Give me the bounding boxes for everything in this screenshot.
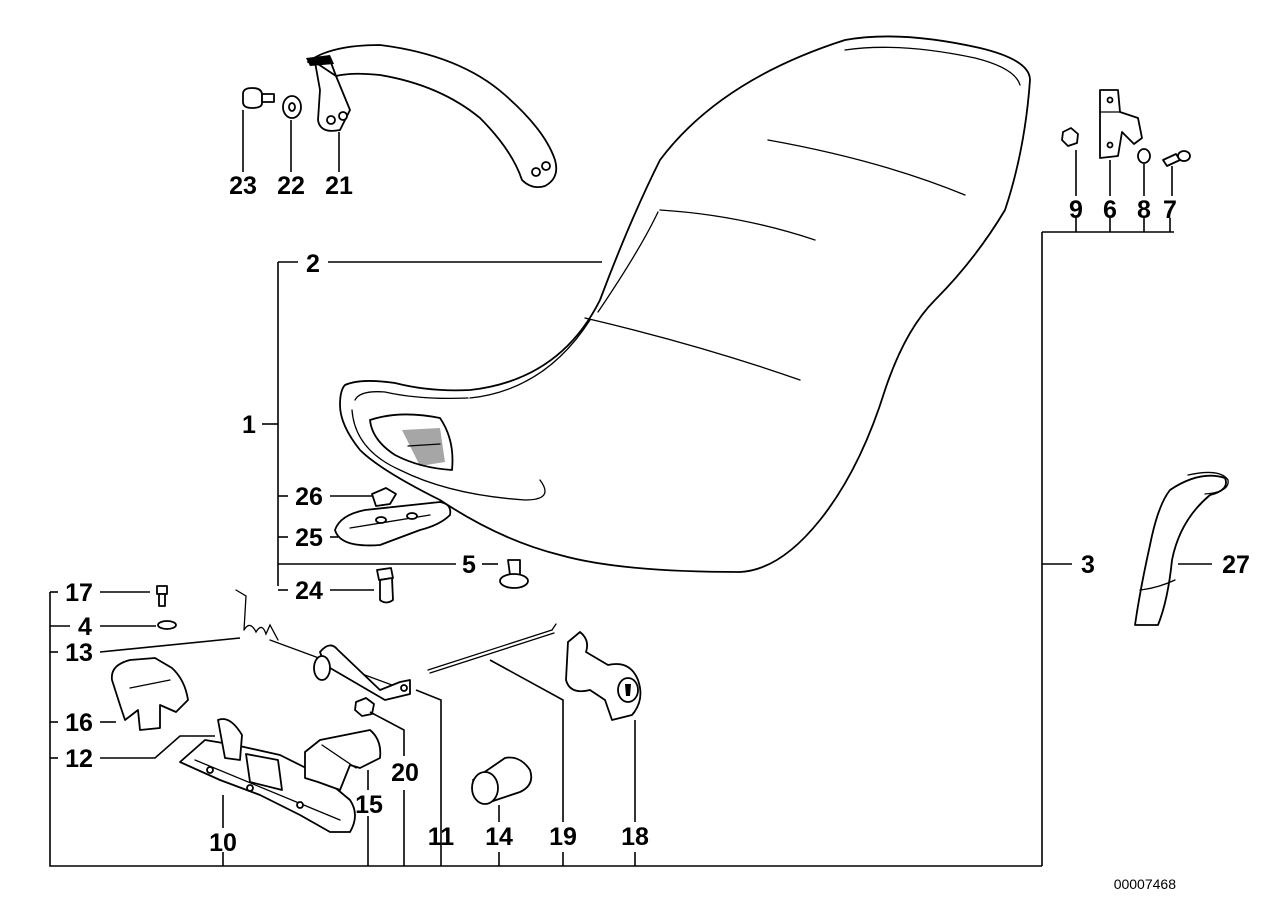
washer-part	[157, 620, 177, 630]
grab-handle-part	[306, 44, 558, 189]
callout-19: 19	[549, 823, 577, 851]
drawing-number: 00007468	[1114, 876, 1177, 892]
callout-27: 27	[1222, 551, 1250, 579]
rod-part	[427, 623, 557, 674]
callout-3: 3	[1081, 551, 1095, 579]
nut-part	[354, 697, 375, 717]
callout-23: 23	[229, 172, 257, 200]
callout-7: 7	[1163, 196, 1177, 224]
callout-24: 24	[295, 577, 323, 605]
screw-part	[156, 585, 168, 607]
callout-15: 15	[355, 791, 383, 819]
callout-8: 8	[1137, 196, 1151, 224]
callout-12: 12	[65, 745, 93, 773]
spring-part	[235, 589, 279, 641]
clip-nut-part	[371, 487, 397, 507]
callout-26: 26	[295, 483, 323, 511]
callout-21: 21	[325, 172, 353, 200]
callout-22: 22	[277, 172, 305, 200]
callout-5: 5	[462, 551, 476, 579]
callout-20: 20	[391, 759, 419, 787]
lock-cylinder-part	[565, 631, 642, 721]
callout-14: 14	[485, 823, 513, 851]
callout-16: 16	[65, 709, 93, 737]
callout-18: 18	[621, 823, 649, 851]
callout-11: 11	[428, 823, 455, 851]
callout-2: 2	[306, 250, 320, 278]
bolt-part	[242, 87, 275, 109]
nut-part	[1061, 127, 1079, 147]
seat-part	[339, 35, 1031, 573]
screw-part	[1162, 150, 1191, 167]
lever-part	[269, 639, 411, 701]
callout-10: 10	[209, 829, 237, 857]
plate-part	[334, 501, 452, 547]
leader-lines	[49, 110, 1212, 867]
cover-part	[304, 729, 382, 791]
callout-labels: 23 22 21 2 1 26 25 5 24 9 6 8 7 3 27 17 …	[65, 172, 1250, 857]
callout-6: 6	[1103, 196, 1117, 224]
sleeve-part	[471, 756, 533, 805]
strap-part	[1134, 471, 1229, 626]
washer-part	[282, 95, 302, 119]
bolt-part	[376, 567, 394, 604]
callout-9: 9	[1069, 196, 1083, 224]
base-plate-part	[179, 718, 356, 833]
callout-17: 17	[65, 579, 93, 607]
washer-part	[1137, 148, 1151, 164]
buffer-part	[499, 559, 529, 589]
callout-25: 25	[295, 524, 323, 552]
catch-part	[110, 657, 189, 731]
callout-1: 1	[242, 411, 256, 439]
callout-4: 4	[78, 613, 92, 641]
callout-13: 13	[65, 639, 93, 667]
bracket-part	[1099, 89, 1143, 159]
